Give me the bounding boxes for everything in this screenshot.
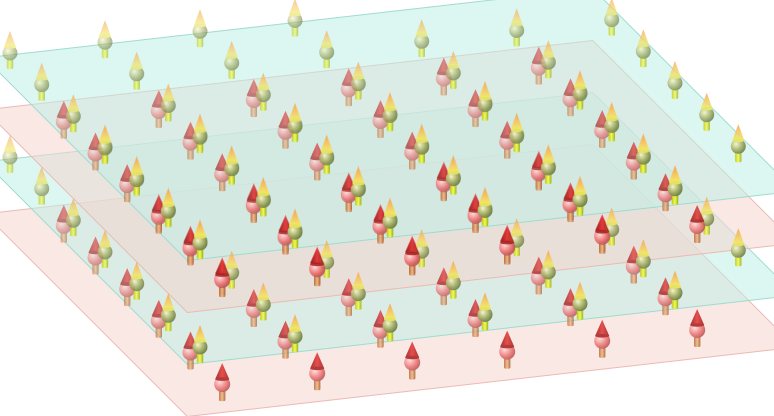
layered-spin-lattice-illustration — [0, 0, 774, 416]
